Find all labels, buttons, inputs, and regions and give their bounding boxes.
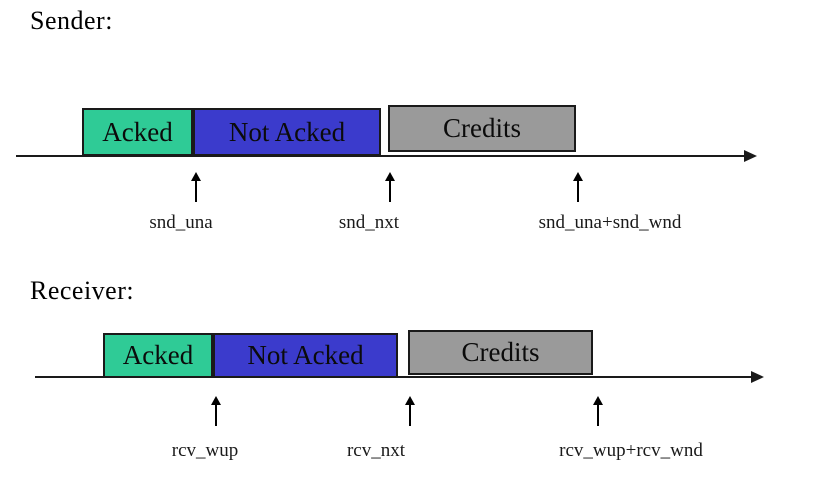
sender-snd-nxt-arrow-icon: [384, 172, 396, 202]
sender-acked-label: Acked: [102, 116, 173, 147]
receiver-not-acked-segment: Not Acked: [213, 333, 398, 378]
sender-not-acked-segment: Not Acked: [193, 108, 381, 156]
sender-credits-segment: Credits: [388, 105, 576, 152]
sender-marker-snd-nxt: snd_nxt: [338, 212, 400, 233]
receiver-credits-label: Credits: [461, 337, 540, 367]
receiver-rcv-nxt-arrow-icon: [404, 396, 416, 426]
receiver-marker-rcv-wup: rcv_wup: [171, 440, 239, 461]
receiver-marker-rcv-wup-plus-rcv-wnd: rcv_wup+rcv_wnd: [559, 440, 703, 461]
sender-marker-snd-una-plus-snd-wnd: snd_una+snd_wnd: [538, 212, 682, 233]
receiver-not-acked-label: Not Acked: [247, 340, 364, 370]
receiver-credits-segment: Credits: [408, 330, 593, 375]
sender-credits-label: Credits: [443, 113, 521, 143]
sender-acked-segment: Acked: [82, 108, 193, 156]
receiver-rcv-wnd-arrow-icon: [592, 396, 604, 426]
sender-title: Sender:: [30, 6, 113, 35]
sender-snd-una-arrow-icon: [190, 172, 202, 202]
sender-marker-snd-una: snd_una: [149, 212, 213, 233]
receiver-acked-label: Acked: [122, 340, 194, 370]
receiver-rcv-wup-arrow-icon: [210, 396, 222, 426]
receiver-title: Receiver:: [30, 276, 135, 305]
receiver-axis-arrowhead-icon: [751, 371, 764, 383]
receiver-marker-rcv-nxt: rcv_nxt: [346, 440, 406, 461]
sender-axis-line: [16, 155, 746, 157]
sender-snd-wnd-arrow-icon: [572, 172, 584, 202]
receiver-axis-line: [35, 376, 753, 378]
receiver-acked-segment: Acked: [103, 333, 213, 378]
sender-not-acked-label: Not Acked: [228, 116, 346, 147]
sender-axis-arrowhead-icon: [744, 150, 757, 162]
